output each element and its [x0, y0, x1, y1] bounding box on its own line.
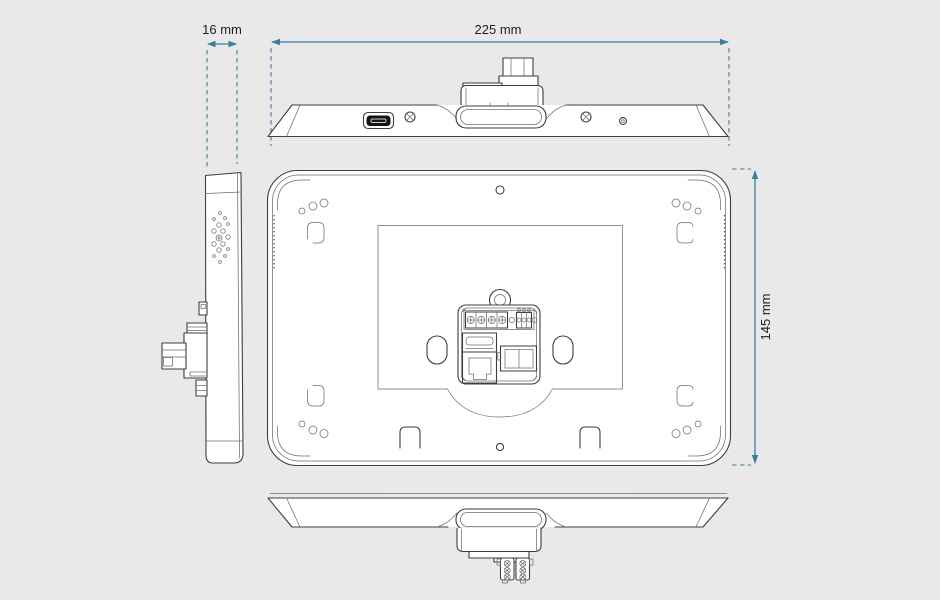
speaker-grille: [211, 211, 231, 264]
relay-module: [497, 345, 538, 372]
arrow-icon: [720, 38, 729, 46]
mounting-recess: [455, 102, 547, 129]
terminal-plug-left: [496, 557, 515, 584]
left-side-view: [161, 171, 244, 464]
mounting-plate-outline: [377, 225, 623, 418]
terminal-connector-side: [161, 342, 187, 370]
module-shell: [457, 304, 541, 385]
arrow-icon: [751, 170, 759, 179]
snap-bracket-bl: [307, 385, 325, 407]
connector-module: [457, 288, 541, 385]
side-body: [204, 171, 244, 464]
arrow-icon: [271, 38, 280, 46]
depth-dimension-label: 16 mm: [202, 22, 242, 37]
screw-icon: [580, 111, 592, 123]
width-dimension-label: 225 mm: [475, 22, 522, 37]
terminal-block-small: [515, 308, 533, 329]
bracket-shell: [460, 84, 544, 106]
cable-slot-left: [399, 426, 421, 449]
screw-icon: [531, 317, 538, 323]
top-profile-view: [267, 57, 729, 138]
mounting-slot-left: [426, 335, 448, 365]
bracket-body: [183, 332, 208, 379]
corner-screw-holes-br: [671, 420, 702, 438]
terminal-band: [463, 310, 535, 330]
height-dimension: 145 mm: [732, 168, 773, 466]
screw-icon: [404, 111, 416, 123]
rj45-port: [461, 351, 498, 384]
arrow-icon: [207, 40, 216, 48]
width-dimension: 225 mm: [270, 22, 730, 146]
bottom-profile-view: [267, 493, 729, 584]
center-hole-top: [495, 185, 505, 195]
corner-screw-holes-tl: [298, 198, 329, 215]
terminal-block: [464, 311, 509, 329]
snap-bracket-br: [676, 385, 694, 407]
pilot-hole: [619, 117, 627, 125]
center-hole-bottom: [495, 442, 505, 452]
wall-bracket-side-profile: [161, 301, 208, 397]
cable-slot-right: [579, 426, 601, 449]
corner-screw-holes-tr: [671, 198, 702, 215]
height-dimension-label: 145 mm: [758, 294, 773, 341]
screw-icon: [509, 317, 515, 323]
arrow-icon: [228, 40, 237, 48]
terminal-plug-right: [515, 557, 534, 584]
rear-view: [266, 169, 732, 467]
corner-screw-holes-bl: [298, 420, 329, 438]
bracket-foot: [195, 379, 208, 397]
arrow-icon: [751, 455, 759, 464]
depth-dimension: 16 mm: [202, 22, 242, 167]
snap-bracket-tr: [676, 222, 694, 244]
wall-bracket-connector: [456, 528, 542, 584]
bracket-step: [468, 550, 530, 559]
wall-bracket-connector: [460, 57, 544, 107]
mini-usb-port: [362, 111, 395, 130]
snap-bracket-tl: [307, 222, 325, 244]
mounting-slot-right: [552, 335, 574, 365]
